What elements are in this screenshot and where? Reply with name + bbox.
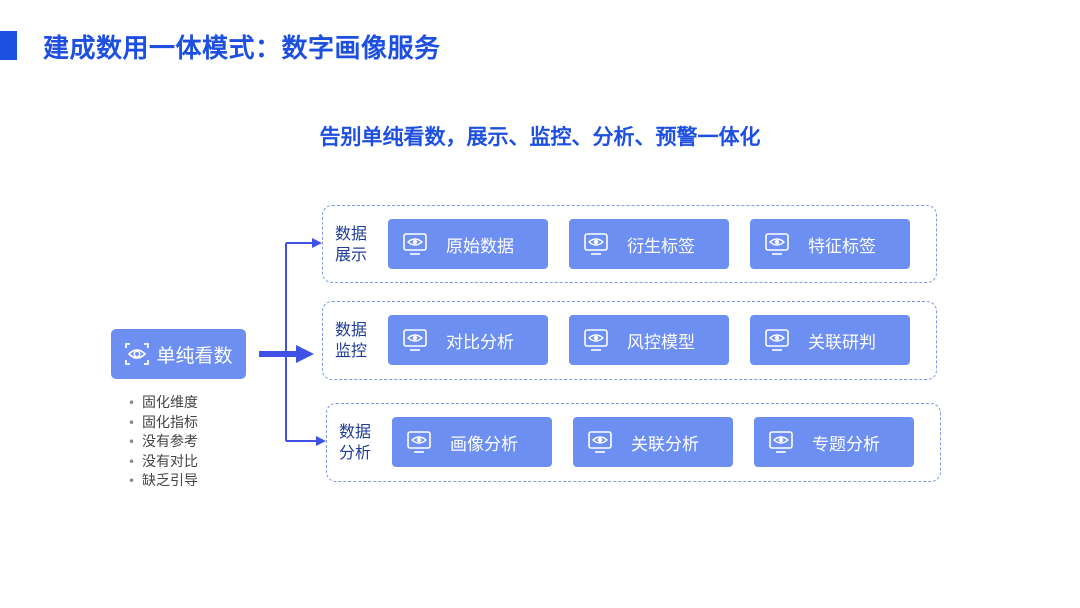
card-label: 对比分析 — [446, 332, 514, 353]
group-label-data-analysis: 数据 分析 — [335, 421, 375, 463]
eye-monitor-icon — [765, 329, 789, 351]
slide-subtitle: 告别单纯看数，展示、监控、分析、预警一体化 — [319, 125, 761, 149]
card-label: 画像分析 — [450, 434, 518, 455]
list-item-text: 没有对比 — [142, 453, 198, 470]
list-item: •没有参考 — [128, 434, 198, 450]
eye-monitor-icon — [584, 233, 608, 255]
card-correlation-judgment[interactable]: 关联研判 — [750, 315, 910, 365]
list-item: •缺乏引导 — [128, 473, 198, 489]
eye-monitor-icon — [403, 329, 427, 351]
group-label-line: 分析 — [338, 443, 371, 462]
card-label: 关联研判 — [808, 332, 876, 353]
card-label: 特征标签 — [808, 236, 876, 257]
eye-monitor-icon — [584, 329, 608, 351]
branch-arrow-top — [312, 238, 322, 248]
branch-lines — [285, 238, 326, 446]
group-label-line: 数据 — [338, 422, 371, 441]
page-title: 建成数用一体模式：数字画像服务 — [43, 34, 441, 64]
title-accent-bar — [0, 31, 17, 60]
card-comparison-analysis[interactable]: 对比分析 — [388, 315, 548, 365]
list-item: •固化指标 — [128, 414, 198, 431]
group-data-monitoring — [322, 301, 937, 380]
eye-monitor-icon — [765, 233, 789, 255]
eye-monitor-icon — [769, 431, 793, 453]
list-item-text: 缺乏引导 — [142, 473, 198, 489]
list-item: •没有对比 — [128, 453, 198, 470]
group-label-data-monitoring: 数据 监控 — [331, 319, 371, 361]
group-label-line: 数据 — [334, 320, 367, 339]
list-item-text: 固化维度 — [142, 395, 198, 411]
card-feature-tags[interactable]: 特征标签 — [750, 219, 910, 269]
eye-monitor-icon — [403, 233, 427, 255]
branch-arrow-bottom — [316, 436, 326, 446]
card-topic-analysis[interactable]: 专题分析 — [754, 417, 914, 467]
main-arrow — [259, 345, 314, 363]
card-relation-analysis[interactable]: 关联分析 — [573, 417, 733, 467]
group-label-line: 监控 — [334, 341, 367, 360]
card-label: 关联分析 — [631, 434, 699, 455]
group-label-line: 展示 — [334, 245, 367, 264]
eye-monitor-icon — [407, 431, 431, 453]
eye-scan-icon — [125, 343, 150, 365]
group-data-display — [322, 205, 937, 283]
list-item-text: 固化指标 — [142, 414, 198, 431]
card-label: 专题分析 — [812, 434, 880, 455]
card-label: 衍生标签 — [627, 236, 695, 257]
card-risk-model[interactable]: 风控模型 — [569, 315, 729, 365]
list-item: •固化维度 — [128, 395, 198, 411]
card-derived-tags[interactable]: 衍生标签 — [569, 219, 729, 269]
card-profile-analysis[interactable]: 画像分析 — [392, 417, 552, 467]
eye-monitor-icon — [588, 431, 612, 453]
card-raw-data[interactable]: 原始数据 — [388, 219, 548, 269]
list-item-text: 没有参考 — [142, 434, 198, 450]
card-label: 原始数据 — [446, 236, 514, 257]
group-label-line: 数据 — [334, 224, 367, 243]
source-box-label: 单纯看数 — [156, 344, 233, 367]
source-box-plain-view: 单纯看数 — [111, 329, 246, 379]
limitation-list: •固化维度 •固化指标 •没有参考 •没有对比 •缺乏引导 — [128, 394, 198, 492]
card-label: 风控模型 — [627, 332, 695, 353]
group-data-analysis — [326, 403, 941, 482]
group-label-data-display: 数据 展示 — [331, 223, 371, 265]
